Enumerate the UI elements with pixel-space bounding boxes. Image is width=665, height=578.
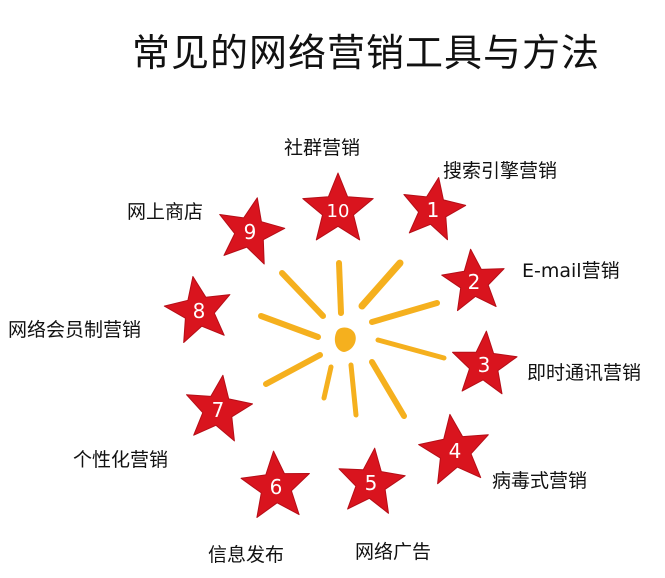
star-number: 6 [270,475,283,499]
label-community-marketing: 社群营销 [284,133,360,160]
star-item: 3 [453,331,518,394]
star-item: 1 [404,178,466,240]
star-item: 10 [303,173,373,240]
star-number: 7 [212,398,225,422]
label-email-marketing: E-mail营销 [522,256,620,283]
label-online-advertising: 网络广告 [355,537,431,564]
sunburst-ray [324,367,331,398]
star-number: 2 [468,270,481,294]
star-number: 3 [478,353,491,377]
sunburst-ray [372,362,404,416]
star-item: 9 [220,198,285,264]
center-blob-shape [335,327,356,352]
sunburst-ray [261,316,318,337]
star-number: 4 [449,439,462,463]
star-number: 9 [244,220,257,244]
star-number: 10 [327,201,350,222]
sunburst-ray [378,340,444,358]
sunburst-ray [362,263,400,306]
star-item: 6 [241,451,309,517]
label-im-marketing: 即时通讯营销 [527,358,641,385]
star-number: 8 [193,299,206,323]
star-number: 1 [427,198,440,222]
label-info-release: 信息发布 [208,540,284,567]
label-online-store: 网上商店 [127,197,203,224]
star-item: 7 [187,375,253,441]
star-item: 4 [419,414,489,483]
label-search-engine-marketing: 搜索引擎营销 [443,156,557,183]
center-blob [335,327,356,352]
label-personalized-marketing: 个性化营销 [73,445,168,472]
star-item: 8 [164,277,230,343]
star-item: 5 [339,448,405,513]
sunburst-ray [339,263,341,313]
sunburst-ray [282,273,323,316]
sunburst-ray [372,303,437,322]
label-viral-marketing: 病毒式营销 [492,466,587,493]
star-number: 5 [365,471,378,495]
label-membership-marketing: 网络会员制营销 [8,315,141,342]
star-item: 2 [442,249,504,310]
sunburst-ray [351,365,356,415]
sunburst-ray [266,355,320,384]
